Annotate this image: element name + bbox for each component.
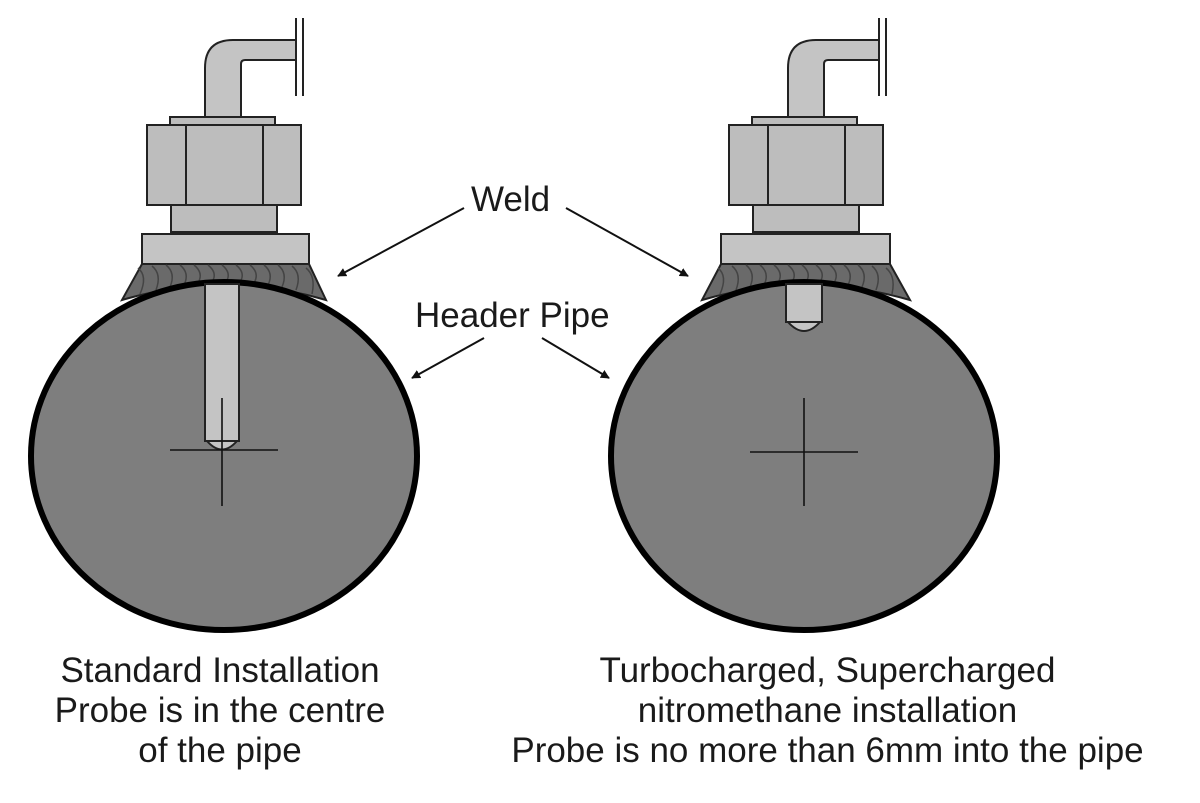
right-caption-line-3: Probe is no more than 6mm into the pipe bbox=[511, 731, 1144, 770]
right-probe bbox=[785, 283, 823, 323]
left-nut-top-lip bbox=[169, 116, 276, 126]
left-caption-line-1: Standard Installation bbox=[60, 651, 380, 690]
right-nut-body bbox=[728, 124, 884, 206]
pointer-arrows bbox=[337, 207, 689, 379]
right-caption-line-2: nitromethane installation bbox=[637, 691, 1018, 730]
right-probe-tip bbox=[785, 321, 823, 332]
weld-arrow-right bbox=[565, 207, 689, 277]
right-caption-line-1: Turbocharged, Supercharged bbox=[599, 651, 1056, 690]
header-pipe-label: Header Pipe bbox=[415, 296, 610, 335]
left-caption-line-2: Probe is in the centre bbox=[54, 691, 386, 730]
right-nut-top-lip bbox=[751, 116, 858, 126]
left-nut-body bbox=[146, 124, 302, 206]
weld-label: Weld bbox=[471, 180, 551, 219]
left-header-pipe bbox=[28, 279, 420, 633]
left-caption-line-3: of the pipe bbox=[138, 731, 302, 770]
left-boss-flange bbox=[141, 233, 310, 265]
left-installation bbox=[28, 18, 420, 633]
left-caption: Standard Installation Probe is in the ce… bbox=[20, 651, 420, 771]
header-pipe-arrow-left bbox=[411, 337, 485, 379]
left-fitting-collar bbox=[170, 204, 278, 233]
right-installation bbox=[608, 18, 1000, 633]
right-caption: Turbocharged, Supercharged nitromethane … bbox=[460, 651, 1195, 771]
left-elbow-tube bbox=[204, 39, 297, 123]
right-elbow-tube bbox=[787, 39, 880, 123]
right-boss-flange bbox=[720, 233, 891, 265]
right-fitting-collar bbox=[752, 204, 860, 233]
weld-arrow-left bbox=[337, 207, 465, 277]
header-pipe-arrow-right bbox=[541, 337, 610, 379]
